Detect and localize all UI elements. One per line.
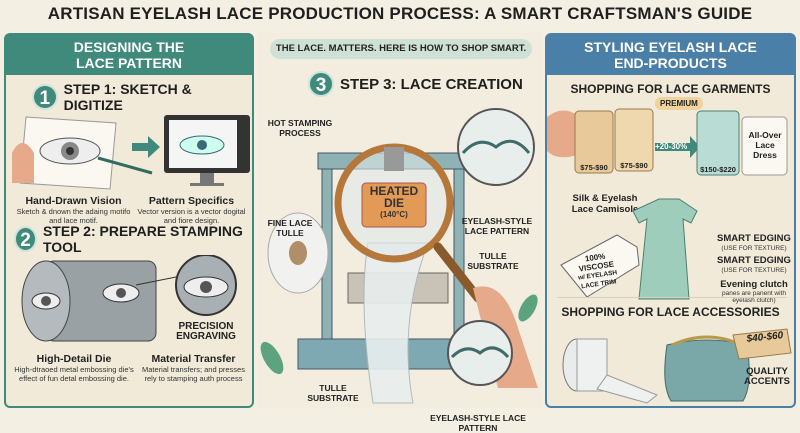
item-caption: Pattern Specifics xyxy=(148,195,235,207)
item-desc: Vector version is a vector dogital and f… xyxy=(137,207,246,225)
price-camisole-1: $75-$90 xyxy=(580,163,608,172)
hot-stamping-press-illustration xyxy=(260,108,538,404)
camisole-label: Silk & Eyelash Lace Camisole xyxy=(571,193,639,215)
edging-title: SMART EDGING xyxy=(717,233,791,244)
markup-label: +20-30% xyxy=(655,142,688,151)
arrow-right-icon xyxy=(655,136,700,158)
item-desc: High-dtraoed metal embossing die's effec… xyxy=(14,365,134,383)
styling-header: STYLING EYELASH LACE END-PRODUCTS xyxy=(547,35,794,75)
price-tags-illustration xyxy=(547,108,788,176)
price-tag xyxy=(732,328,792,360)
dress-icon xyxy=(632,198,698,300)
tulle-substrate-label-bottom: TULLE SUBSTRATE xyxy=(307,383,359,403)
embossing-die-illustration xyxy=(21,255,237,342)
item-caption: Material Transfer xyxy=(151,353,236,365)
all-over-dress-label: All-Over Lace Dress xyxy=(748,130,782,160)
fine-tulle-label: FINE LACE TULLE xyxy=(267,218,313,238)
accessories-illustration xyxy=(562,328,792,404)
material-transfer-item: Material Transfer Material transfers; an… xyxy=(136,353,251,383)
dress-and-tag-illustration xyxy=(560,198,698,300)
quality-accents-label: QUALITY ACCENTS xyxy=(744,366,790,387)
smart-edging-1: SMART EDGING (USE FOR TEXTURE) xyxy=(712,233,796,253)
tulle-substrate-label-top: TULLE SUBSTRATE xyxy=(467,251,519,271)
sketch-to-digital-illustration xyxy=(12,115,250,190)
step3-heading: 3 STEP 3: LACE CREATION xyxy=(308,71,523,97)
design-header: DESIGNING THE LACE PATTERN xyxy=(6,35,252,75)
item-desc: Material transfers; and presses rely to … xyxy=(142,365,245,383)
item-desc: Sketch & dnown the adaing motifo and lac… xyxy=(16,207,131,225)
clutch-sub: panes are panent with eyelash clutch) xyxy=(722,290,786,304)
fabric-tag xyxy=(560,234,640,298)
price-tag xyxy=(696,110,740,176)
temperature: (140°C) xyxy=(380,210,408,219)
leaf-icon xyxy=(260,294,538,375)
price-tag xyxy=(614,108,654,172)
pencil-icon xyxy=(97,156,153,175)
shop-smart-banner: THE LACE. MATTERS. HERE IS HOW TO SHOP S… xyxy=(270,39,532,59)
clutch-icon xyxy=(664,339,750,402)
styling-panel: STYLING EYELASH LACE END-PRODUCTS SHOPPI… xyxy=(545,33,796,408)
hot-stamping-label: HOT STAMPING PROCESS xyxy=(267,118,333,138)
item-caption: High-Detail Die xyxy=(36,353,112,365)
price-tag xyxy=(741,116,788,176)
eyelash-pattern-label-bottom: EYELASH-STYLE LACE PATTERN xyxy=(430,413,526,433)
design-panel: DESIGNING THE LACE PATTERN 1 STEP 1: SKE… xyxy=(4,33,254,408)
step1-heading: 1 STEP 1: SKETCH & DIGITIZE xyxy=(32,81,252,113)
smart-edging-2: SMART EDGING (USE FOR TEXTURE) xyxy=(712,255,796,275)
garments-title: SHOPPING FOR LACE GARMENTS xyxy=(570,82,771,96)
header-line: END-PRODUCTS xyxy=(614,55,727,71)
step-label: STEP 1: SKETCH & DIGITIZE xyxy=(63,81,192,113)
price-tag xyxy=(574,110,614,174)
premium-badge: PREMIUM xyxy=(655,97,703,110)
step-number: 1 xyxy=(32,84,58,110)
price-camisole-2: $75-$90 xyxy=(620,161,648,170)
step-number: 3 xyxy=(308,71,334,97)
step-number: 2 xyxy=(14,226,37,252)
precision-engraving-label: PRECISION ENGRAVING xyxy=(176,321,236,342)
edging-sub: (USE FOR TEXTURE) xyxy=(721,267,787,274)
price-dress: $150-$220 xyxy=(700,165,736,174)
hand-icon xyxy=(12,143,34,183)
hand-icon xyxy=(547,110,577,158)
heated-die-label: HEATED DIE (140°C) xyxy=(362,185,426,221)
hand-drawn-item: Hand-Drawn Vision Sketch & dnown the ada… xyxy=(16,195,131,225)
evening-clutch-note: Evening clutch panes are panent with eye… xyxy=(712,279,796,304)
item-caption: Hand-Drawn Vision xyxy=(25,195,122,207)
section-divider xyxy=(557,297,787,298)
arrow-right-icon xyxy=(132,136,160,158)
lace-strip xyxy=(363,242,429,404)
edging-title: SMART EDGING xyxy=(717,255,791,266)
high-detail-die-item: High-Detail Die High-dtraoed metal embos… xyxy=(14,353,134,383)
header-line: DESIGNING THE xyxy=(73,39,185,55)
step-label: STEP 2: PREPARE STAMPING TOOL xyxy=(42,223,243,255)
pattern-specifics-item: Pattern Specifics Vector version is a ve… xyxy=(134,195,249,225)
eyelash-pattern-label-top: EYELASH-STYLE LACE PATTERN xyxy=(461,216,533,236)
edging-sub: (USE FOR TEXTURE) xyxy=(721,245,787,252)
header-line: LACE PATTERN xyxy=(75,55,183,71)
step2-heading: 2 STEP 2: PREPARE STAMPING TOOL xyxy=(14,223,252,255)
page-title: ARTISAN EYELASH LACE PRODUCTION PROCESS:… xyxy=(47,4,753,23)
step-label: STEP 3: LACE CREATION xyxy=(340,75,523,93)
header-line: STYLING EYELASH LACE xyxy=(584,39,757,55)
clutch-title: Evening clutch xyxy=(720,279,788,290)
lace-creation-panel: THE LACE. MATTERS. HERE IS HOW TO SHOP S… xyxy=(258,33,542,433)
accessories-title: SHOPPING FOR LACE ACCESSORIES xyxy=(561,305,780,319)
heated-die-text: HEATED DIE xyxy=(369,184,419,210)
